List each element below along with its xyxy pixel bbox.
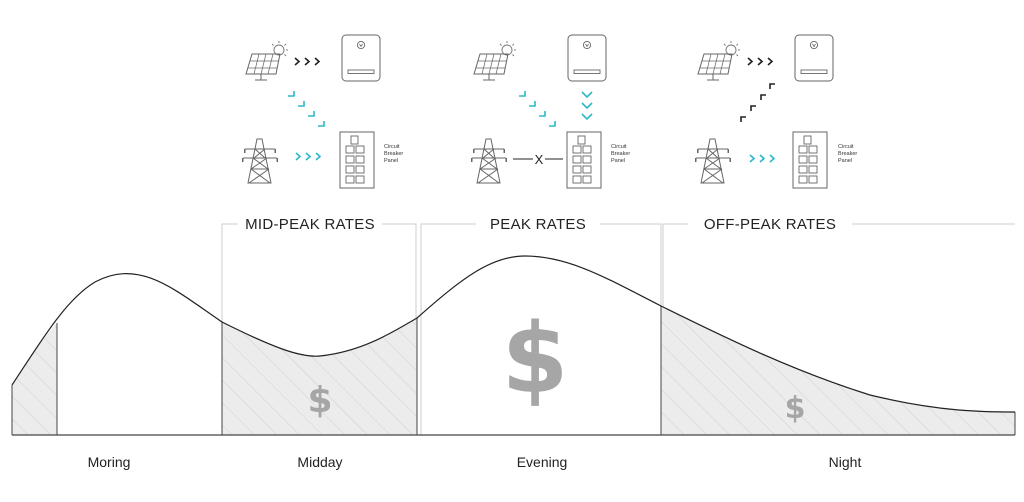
panel-label-line3: Panel — [384, 158, 398, 164]
solar-to-battery-arrows-icon — [294, 57, 320, 66]
circuit-breaker-panel-icon — [566, 131, 602, 189]
circuit-breaker-panel-icon — [792, 131, 828, 189]
dollar-icon-night: $ — [785, 391, 806, 426]
hatched-region-midday — [222, 318, 417, 435]
power-tower-icon — [470, 138, 508, 184]
solar-panel-sun-icon — [245, 40, 289, 81]
solar-to-panel-arrows-icon — [519, 91, 556, 127]
solar-panel-sun-icon — [473, 40, 517, 81]
solar-to-battery-arrows-icon — [747, 57, 773, 66]
flow-group-mid-peak: Circuit Breaker Panel — [241, 34, 403, 189]
panel-label-line3: Panel — [838, 158, 852, 164]
period-label-morning: Moring — [88, 454, 131, 470]
demand-curve — [11, 255, 1016, 413]
solar-panel-sun-icon — [697, 40, 741, 81]
off-peak-rates-label: OFF-PEAK RATES — [704, 216, 836, 233]
panel-label-line1: Circuit — [384, 144, 400, 150]
panel-label-line3: Panel — [611, 158, 625, 164]
period-divider-lines — [11, 306, 1016, 435]
period-label-midday: Midday — [297, 454, 342, 470]
grid-to-panel-arrows-icon — [295, 152, 321, 161]
panel-label-line2: Breaker — [384, 151, 403, 157]
panel-label-line1: Circuit — [838, 144, 854, 150]
peak-rates-label: PEAK RATES — [490, 216, 586, 233]
mid-peak-rates-label: MID-PEAK RATES — [245, 216, 375, 233]
battery-icon — [794, 34, 834, 82]
battery-icon — [341, 34, 381, 82]
flow-group-off-peak: Circuit Breaker Panel — [694, 34, 857, 189]
dollar-icon-midday: $ — [307, 380, 332, 421]
panel-to-battery-arrows-icon — [740, 83, 775, 122]
flow-group-peak: X Circuit Breaker Panel — [470, 34, 630, 189]
panel-label-line2: Breaker — [838, 151, 857, 157]
battery-down-arrows-icon — [581, 91, 593, 121]
period-label-night: Night — [829, 454, 862, 470]
grid-to-panel-arrows-icon — [749, 154, 775, 163]
battery-to-panel-arrows-icon — [288, 91, 325, 127]
panel-label-line1: Circuit — [611, 144, 627, 150]
power-tower-icon — [694, 138, 732, 184]
hatched-region-night — [661, 306, 1015, 435]
dollar-icon-evening: $ — [502, 303, 569, 415]
power-tower-icon — [241, 138, 279, 184]
hatched-region-early-morning — [12, 323, 57, 435]
battery-icon — [567, 34, 607, 82]
panel-label-line2: Breaker — [611, 151, 630, 157]
circuit-breaker-panel-icon — [339, 131, 375, 189]
period-label-evening: Evening — [517, 454, 568, 470]
grid-disconnected-mark: X — [535, 152, 544, 167]
